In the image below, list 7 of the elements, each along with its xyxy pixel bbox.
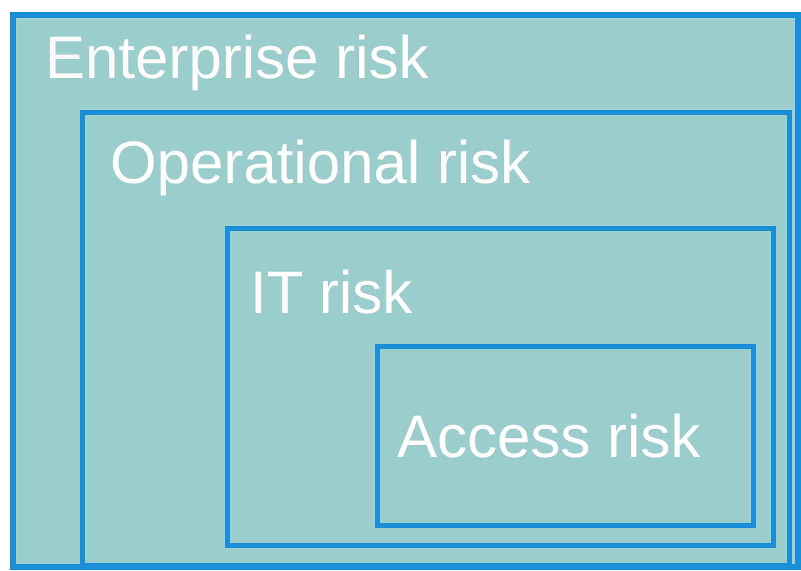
- box-heading: Operational risk: [110, 133, 530, 193]
- nested-box: [10, 12, 801, 570]
- nested-box: [225, 226, 776, 548]
- box-heading: Enterprise risk: [45, 28, 428, 88]
- box-heading: IT risk: [250, 263, 412, 323]
- nested-box: [375, 344, 756, 528]
- box-heading: Access risk: [397, 407, 700, 467]
